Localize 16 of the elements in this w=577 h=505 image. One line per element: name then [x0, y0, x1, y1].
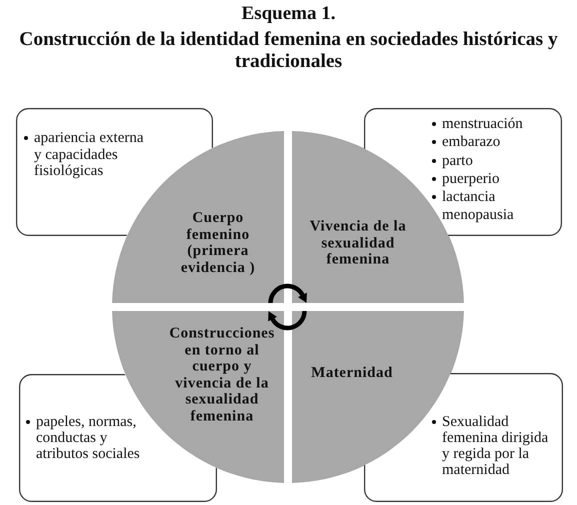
bullet-text: papeles, normas, conductas y atributos sociales [36, 414, 141, 462]
quadrant-label: Construcciones en torno al cuerpo y vivencia de la sexualidad femenina [168, 326, 276, 424]
bullet-text: puerperio [442, 170, 500, 188]
diagram-title: Esquema 1. [242, 4, 336, 24]
quadrant-label: Vivencia de la sexualidad femenina [308, 218, 408, 268]
bullet-text: lactancia menopausia [442, 188, 515, 225]
quadrant-label: Maternidad [311, 364, 393, 382]
diagram-subtitle: Construcción de la identidad femenina en sociedades históricas y tradicionales [18, 29, 559, 73]
bullet-text: menstruación [442, 115, 523, 134]
quadrant-label: Cuerpo femenino (primera evidencia ) [180, 210, 256, 276]
curved-arrow [268, 310, 307, 330]
bullet-text: Sexualidad femenina dirigida y regida por la maternidad [442, 414, 550, 478]
curved-arrow [268, 284, 307, 304]
bullet-text: parto [442, 152, 473, 170]
bullet-text: apariencia externa y capacidades fisiológicas [34, 130, 145, 180]
bullet-text: embarazo [442, 133, 500, 152]
